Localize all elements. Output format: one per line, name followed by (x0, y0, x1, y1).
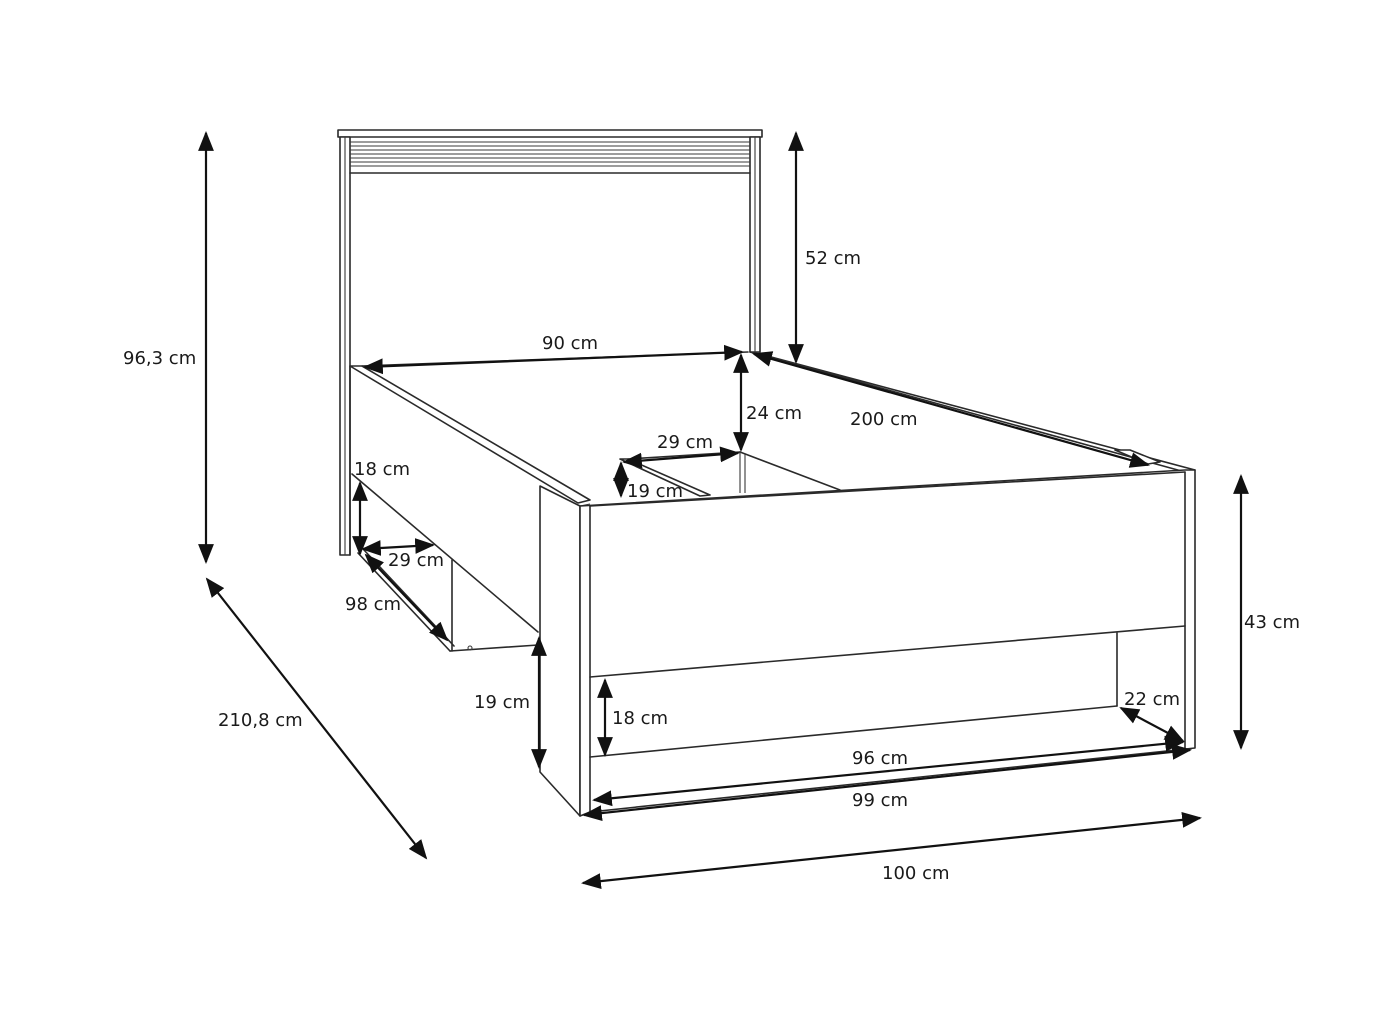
label-inner-length: 200 cm (850, 409, 918, 430)
label-shelf-width: 29 cm (657, 432, 713, 453)
label-footboard-width: 99 cm (852, 790, 908, 811)
dimension-labels: 96,3 cm 52 cm 90 cm 200 cm 24 cm 29 cm 1… (123, 248, 1300, 884)
side-drawer (351, 473, 539, 652)
headboard (337, 129, 763, 556)
label-total-height: 96,3 cm (123, 348, 196, 369)
dimension-lines (198, 131, 1249, 890)
label-inner-width: 90 cm (542, 333, 598, 354)
label-headboard-height: 52 cm (805, 248, 861, 269)
label-leg-clearance: 19 cm (474, 692, 530, 713)
label-shelf-height: 19 cm (627, 481, 683, 502)
label-side-drawer-length: 98 cm (345, 594, 401, 615)
dim-inner-width (363, 344, 744, 375)
dim-inner-length (752, 351, 1150, 468)
footboard (539, 469, 1196, 817)
dim-total-length (205, 577, 428, 860)
label-drawer-width: 96 cm (852, 748, 908, 769)
dim-side-drawer-depth (361, 538, 435, 556)
dim-footboard-width (582, 744, 1192, 821)
dim-front-drawer-depth (1119, 707, 1185, 742)
dim-total-width (581, 811, 1202, 890)
headboard-slats (349, 141, 751, 174)
label-side-drawer-depth: 29 cm (388, 550, 444, 571)
label-footboard-height: 43 cm (1244, 612, 1300, 633)
label-total-length: 210,8 cm (218, 710, 303, 731)
dim-shelf-width (622, 446, 740, 469)
label-front-drawer-depth: 22 cm (1124, 689, 1180, 710)
label-total-width: 100 cm (882, 863, 950, 884)
label-front-drawer-height: 18 cm (612, 708, 668, 729)
label-frame-depth: 24 cm (746, 403, 802, 424)
label-side-drawer-height: 18 cm (354, 459, 410, 480)
